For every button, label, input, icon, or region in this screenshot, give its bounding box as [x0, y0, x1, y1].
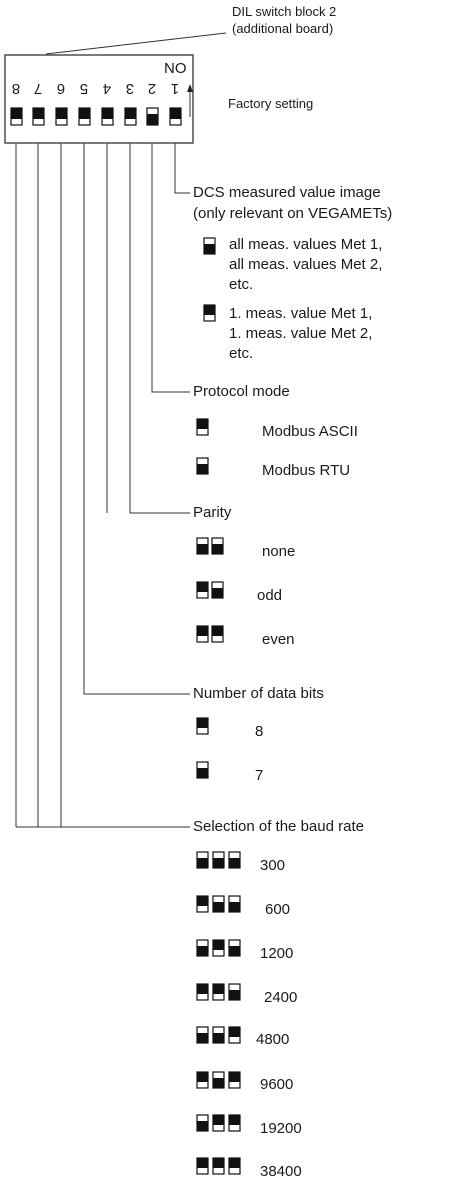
parity-option-2-switch-2: [211, 581, 224, 599]
baud-option-6-switch-3: [228, 1071, 241, 1089]
baud-option-8-switch-1: [196, 1157, 209, 1175]
switch-position-1: 1: [170, 80, 180, 97]
baud-option-5-switch-1: [196, 1026, 209, 1044]
databits-option-7: 7: [255, 767, 264, 784]
dcs-option-1-switch: [203, 237, 216, 255]
baud-option-1-switch-3: [228, 851, 241, 869]
dil-switch-4: [101, 107, 114, 126]
dcs-title: DCS measured value image: [193, 184, 381, 201]
dil-switch-3: [124, 107, 137, 126]
baud-option-5-switch-2: [212, 1026, 225, 1044]
baud-option-4-switch-2: [212, 983, 225, 1001]
switch-position-4: 4: [102, 80, 112, 97]
baud-option-1-switch-1: [196, 851, 209, 869]
baud-option-300: 300: [260, 857, 286, 874]
baud-option-8-switch-3: [228, 1157, 241, 1175]
databits-title: Number of data bits: [193, 685, 324, 702]
baud-option-4-switch-1: [196, 983, 209, 1001]
baud-option-4800: 4800: [256, 1031, 290, 1048]
dil-switch-8: [10, 107, 23, 126]
baud-option-1-switch-2: [212, 851, 225, 869]
dil-switch-2: [146, 107, 159, 126]
dil-block-title: DIL switch block 2: [232, 4, 337, 19]
parity-option-3-switch-1: [196, 625, 209, 643]
switch-position-3: 3: [125, 80, 135, 97]
dcs-option-2-line-3: etc.: [229, 345, 254, 362]
parity-title: Parity: [193, 504, 232, 521]
dil-switch-7: [32, 107, 45, 126]
baud-option-2400: 2400: [264, 989, 298, 1006]
parity-option-1-switch-1: [196, 537, 209, 555]
switch-position-7: 7: [33, 80, 43, 97]
databits-option-1-switch: [196, 717, 209, 735]
switch-position-8: 8: [11, 80, 21, 97]
dcs-option-1-line-3: etc.: [229, 276, 254, 293]
parity-option-3-switch-2: [211, 625, 224, 643]
baud-option-3-switch-3: [228, 939, 241, 957]
baud-option-6-switch-1: [196, 1071, 209, 1089]
switch-position-6: 6: [56, 80, 66, 97]
dcs-option-2-switch: [203, 304, 216, 322]
dcs-subtitle: (only relevant on VEGAMETs): [193, 205, 393, 222]
switch-position-5: 5: [79, 80, 89, 97]
dcs-option-1-line-2: all meas. values Met 2,: [229, 256, 383, 273]
baud-option-38400: 38400: [260, 1163, 302, 1180]
dil-switch-6: [55, 107, 68, 126]
baud-title: Selection of the baud rate: [193, 818, 364, 835]
dcs-option-2-line-2: 1. meas. value Met 2,: [229, 325, 373, 342]
baud-option-2-switch-2: [212, 895, 225, 913]
dil-switch-1: [169, 107, 182, 126]
parity-option-1-switch-2: [211, 537, 224, 555]
parity-option-odd: odd: [257, 587, 283, 604]
protocol-option-rtu: Modbus RTU: [262, 462, 351, 479]
dil-switch-5: [78, 107, 91, 126]
dcs-option-1-line-1: all meas. values Met 1,: [229, 236, 383, 253]
dcs-option-2-line-1: 1. meas. value Met 1,: [229, 305, 373, 322]
baud-option-9600: 9600: [260, 1076, 294, 1093]
databits-option-8: 8: [255, 723, 264, 740]
on-label: NO: [164, 60, 187, 77]
switch-position-2: 2: [147, 80, 157, 97]
protocol-option-2-switch: [196, 457, 209, 475]
baud-option-7-switch-2: [212, 1114, 225, 1132]
baud-option-6-switch-2: [212, 1071, 225, 1089]
baud-option-2-switch-3: [228, 895, 241, 913]
parity-option-none: none: [262, 543, 296, 560]
baud-option-1200: 1200: [260, 945, 294, 962]
baud-option-600: 600: [265, 901, 291, 918]
factory-setting-label: Factory setting: [228, 96, 314, 111]
baud-option-19200: 19200: [260, 1120, 302, 1137]
baud-option-2-switch-1: [196, 895, 209, 913]
protocol-option-ascii: Modbus ASCII: [262, 423, 358, 440]
parity-option-2-switch-1: [196, 581, 209, 599]
baud-option-8-switch-2: [212, 1157, 225, 1175]
protocol-title: Protocol mode: [193, 383, 290, 400]
parity-option-even: even: [262, 631, 295, 648]
databits-option-2-switch: [196, 761, 209, 779]
protocol-option-1-switch: [196, 418, 209, 436]
baud-option-7-switch-1: [196, 1114, 209, 1132]
baud-option-4-switch-3: [228, 983, 241, 1001]
baud-option-5-switch-3: [228, 1026, 241, 1044]
dil-block-subtitle: (additional board): [232, 21, 334, 36]
baud-option-7-switch-3: [228, 1114, 241, 1132]
baud-option-3-switch-2: [212, 939, 225, 957]
baud-option-3-switch-1: [196, 939, 209, 957]
